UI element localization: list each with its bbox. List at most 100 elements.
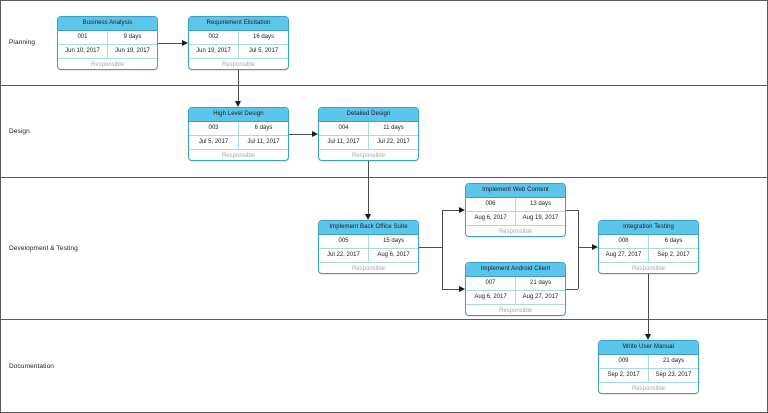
swimlane-label-design: Design xyxy=(9,128,30,135)
task-end-date-003: Jul 11, 2017 xyxy=(247,139,280,145)
arrowhead-003-to-004 xyxy=(312,130,318,137)
task-id-008: 008 xyxy=(599,235,649,248)
task-start-date-002: Jun 19, 2017 xyxy=(189,45,239,58)
task-row-id-duration-005: 005 15 days xyxy=(319,235,418,249)
task-id-001: 001 xyxy=(58,31,108,44)
task-name-005: Implement Back Office Suite xyxy=(319,221,418,235)
task-box-004[interactable]: Detailed Design 004 11 days Jul 11, 2017… xyxy=(318,107,419,161)
task-box-005[interactable]: Implement Back Office Suite 005 15 days … xyxy=(318,220,419,274)
task-duration-009: 21 days xyxy=(662,358,684,364)
task-end-date-008: Sep 2, 2017 xyxy=(657,252,690,258)
task-row-dates-004: Jul 11, 2017 Jul 22, 2017 xyxy=(319,136,418,150)
connector-007-to-merge xyxy=(566,289,578,290)
task-row-dates-005: Jul 22, 2017 Aug 6, 2017 xyxy=(319,249,418,263)
task-row-dates-002: Jun 19, 2017 Jul 5, 2017 xyxy=(189,45,288,59)
task-row-dates-007: Aug 6, 2017 Aug 27, 2017 xyxy=(466,291,565,305)
connector-005-split-bus xyxy=(442,210,443,289)
task-responsible-005[interactable]: Responsible xyxy=(351,266,386,272)
task-duration-003: 6 days xyxy=(254,125,273,131)
task-row-id-duration-002: 002 16 days xyxy=(189,31,288,45)
task-box-009[interactable]: Write User Manual 009 21 days Sep 2, 201… xyxy=(598,340,699,394)
task-row-dates-006: Aug 6, 2017 Aug 19, 2017 xyxy=(466,212,565,226)
task-duration-001: 9 days xyxy=(123,34,142,40)
task-duration-007: 21 days xyxy=(529,280,551,286)
task-id-002: 002 xyxy=(189,31,239,44)
arrowhead-008-to-009 xyxy=(644,334,651,340)
task-duration-002: 16 days xyxy=(252,34,274,40)
task-id-006: 006 xyxy=(466,198,516,211)
connector-002-to-003 xyxy=(238,70,239,101)
task-row-id-duration-004: 004 11 days xyxy=(319,122,418,136)
task-box-001[interactable]: Business Analysis 001 9 days Jun 10, 201… xyxy=(57,16,158,70)
task-id-004: 004 xyxy=(319,122,369,135)
task-name-007: Implement Android Client xyxy=(466,263,565,277)
task-end-date-007: Aug 27, 2017 xyxy=(522,294,559,300)
connector-005-to-006 xyxy=(442,210,459,211)
task-responsible-003[interactable]: Responsible xyxy=(221,153,256,159)
task-end-date-001: Jun 19, 2017 xyxy=(115,48,150,54)
connector-005-to-007 xyxy=(442,289,459,290)
task-responsible-001[interactable]: Responsible xyxy=(90,62,125,68)
task-end-date-005: Aug 6, 2017 xyxy=(377,252,410,258)
task-start-date-004: Jul 11, 2017 xyxy=(319,136,369,149)
task-end-date-002: Jul 5, 2017 xyxy=(248,48,279,54)
task-start-date-009: Sep 2, 2017 xyxy=(599,369,649,382)
task-row-id-duration-006: 006 13 days xyxy=(466,198,565,212)
task-responsible-006[interactable]: Responsible xyxy=(498,229,533,235)
connector-008-to-009 xyxy=(648,274,649,334)
task-name-002: Requirement Elicitation xyxy=(189,17,288,31)
task-name-004: Detailed Design xyxy=(319,108,418,122)
arrowhead-001-to-002 xyxy=(182,39,188,46)
task-row-id-duration-008: 008 6 days xyxy=(599,235,698,249)
connector-merge-bus xyxy=(578,210,579,289)
connector-004-to-005 xyxy=(368,161,369,214)
task-name-003: High Level Design xyxy=(189,108,288,122)
connector-006-to-merge xyxy=(566,210,578,211)
task-box-007[interactable]: Implement Android Client 007 21 days Aug… xyxy=(465,262,566,316)
task-duration-008: 6 days xyxy=(664,238,683,244)
task-responsible-008[interactable]: Responsible xyxy=(631,266,666,272)
task-responsible-009[interactable]: Responsible xyxy=(631,386,666,392)
swimlane-label-development-testing: Development & Testing xyxy=(9,245,78,252)
swimlane-label-planning: Planning xyxy=(9,39,36,46)
connector-merge-to-008 xyxy=(578,247,592,248)
task-responsible-007[interactable]: Responsible xyxy=(498,308,533,314)
task-name-001: Business Analysis xyxy=(58,17,157,31)
task-box-006[interactable]: Implement Web Content 006 13 days Aug 6,… xyxy=(465,183,566,237)
task-id-009: 009 xyxy=(599,355,649,368)
arrowhead-005-to-007 xyxy=(459,285,465,292)
task-id-007: 007 xyxy=(466,277,516,290)
task-row-id-duration-003: 003 6 days xyxy=(189,122,288,136)
task-end-date-009: Sep 23, 2017 xyxy=(655,372,692,378)
task-id-003: 003 xyxy=(189,122,239,135)
arrowhead-002-to-003 xyxy=(234,101,241,107)
connector-001-to-002 xyxy=(158,43,182,44)
task-end-date-004: Jul 22, 2017 xyxy=(377,139,410,145)
task-row-id-duration-007: 007 21 days xyxy=(466,277,565,291)
task-start-date-003: Jul 5, 2017 xyxy=(189,136,239,149)
task-duration-006: 13 days xyxy=(529,201,551,207)
task-responsible-002[interactable]: Responsible xyxy=(221,62,256,68)
task-row-id-duration-001: 001 9 days xyxy=(58,31,157,45)
task-responsible-004[interactable]: Responsible xyxy=(351,153,386,159)
task-box-002[interactable]: Requirement Elicitation 002 16 days Jun … xyxy=(188,16,289,70)
task-start-date-007: Aug 6, 2017 xyxy=(466,291,516,304)
task-start-date-008: Aug 27, 2017 xyxy=(599,249,649,262)
swimlane-label-documentation: Documentation xyxy=(9,363,55,370)
arrowhead-005-to-006 xyxy=(459,206,465,213)
task-box-008[interactable]: Integration Testing 008 6 days Aug 27, 2… xyxy=(598,220,699,274)
task-row-dates-009: Sep 2, 2017 Sep 23, 2017 xyxy=(599,369,698,383)
task-start-date-006: Aug 6, 2017 xyxy=(466,212,516,225)
task-name-009: Write User Manual xyxy=(599,341,698,355)
task-name-006: Implement Web Content xyxy=(466,184,565,198)
task-duration-004: 11 days xyxy=(383,125,404,131)
task-end-date-006: Aug 19, 2017 xyxy=(522,215,559,221)
task-start-date-001: Jun 10, 2017 xyxy=(58,45,108,58)
task-row-dates-003: Jul 5, 2017 Jul 11, 2017 xyxy=(189,136,288,150)
task-row-dates-008: Aug 27, 2017 Sep 2, 2017 xyxy=(599,249,698,263)
arrowhead-004-to-005 xyxy=(364,214,371,220)
connector-003-to-004 xyxy=(289,134,312,135)
task-row-id-duration-009: 009 21 days xyxy=(599,355,698,369)
task-box-003[interactable]: High Level Design 003 6 days Jul 5, 2017… xyxy=(188,107,289,161)
